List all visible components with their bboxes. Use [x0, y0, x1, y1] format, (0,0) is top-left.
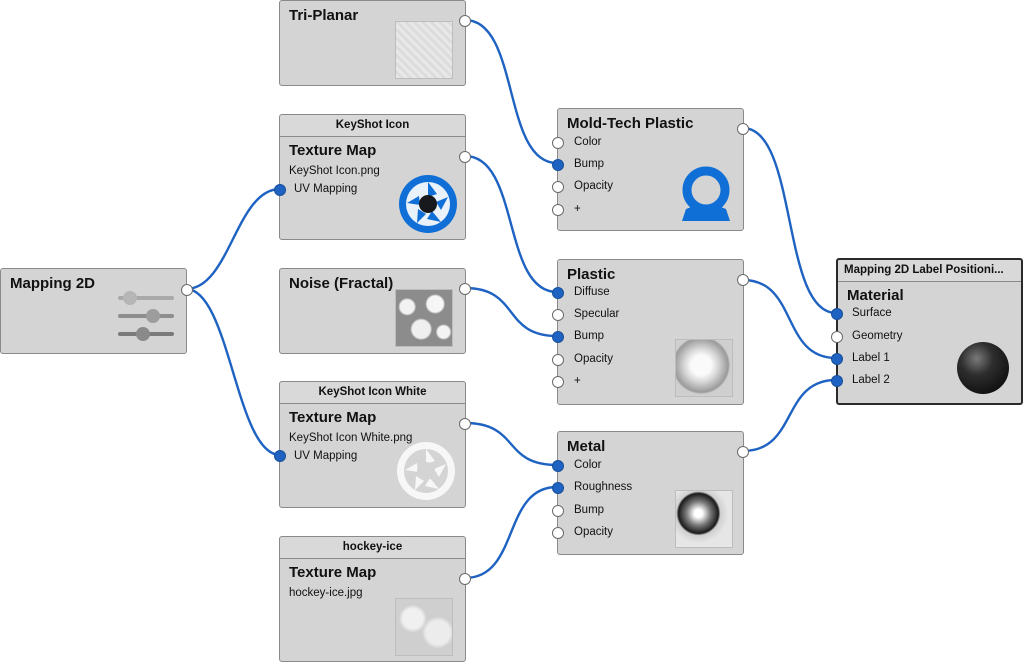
node-title: Texture Map	[289, 142, 377, 159]
hockey-ice-preview	[395, 598, 453, 656]
hockey-ice-texture-node[interactable]: hockey-ice Texture Map hockey-ice.jpg	[279, 536, 471, 662]
output-port[interactable]	[459, 418, 471, 430]
port-label: Diffuse	[574, 286, 610, 298]
port-label: Specular	[574, 308, 620, 320]
output-port[interactable]	[737, 446, 749, 458]
opacity-input-port[interactable]	[552, 354, 564, 366]
noise-fractal-node[interactable]: Noise (Fractal)	[279, 268, 471, 354]
port-label: Surface	[852, 307, 892, 319]
node-title: Noise (Fractal)	[289, 275, 394, 292]
node-title: Plastic	[567, 266, 616, 283]
color-input-port[interactable]	[552, 137, 564, 149]
keyshot-logo-icon	[399, 175, 457, 233]
wire-triplanar-to-moldtech-bump	[464, 18, 558, 165]
add-input-port[interactable]	[552, 204, 564, 216]
node-header: hockey-ice	[280, 537, 465, 559]
uv-mapping-input-port[interactable]	[274, 184, 286, 196]
node-title: Tri-Planar	[289, 7, 359, 24]
label-1-input-port[interactable]	[831, 353, 843, 365]
port-label: Label 2	[852, 374, 890, 386]
port-label: Label 1	[852, 352, 890, 364]
metal-sphere-preview	[675, 490, 733, 548]
bump-input-port[interactable]	[552, 331, 564, 343]
port-label: Opacity	[574, 526, 613, 538]
add-input-label: +	[574, 203, 581, 215]
wire-mapping2d-to-keyshot-icon-white	[185, 287, 281, 457]
bump-input-port[interactable]	[552, 505, 564, 517]
port-label: Roughness	[574, 481, 633, 493]
tri-planar-node[interactable]: Tri-Planar	[279, 0, 471, 86]
diffuse-input-port[interactable]	[552, 287, 564, 299]
wire-hockey-ice-to-metal-roughness	[464, 485, 558, 580]
port-label: Color	[574, 136, 602, 148]
node-title: Material	[847, 287, 904, 304]
keyshot-icon-texture-node[interactable]: KeyShot Icon Texture Map KeyShot Icon.pn…	[274, 114, 471, 240]
mold-tech-plastic-node[interactable]: Mold-Tech Plastic Color Bump Opacity +	[552, 108, 749, 231]
sliders-icon	[118, 291, 174, 341]
wire-plastic-to-material-label1	[742, 278, 837, 360]
label-2-input-port[interactable]	[831, 375, 843, 387]
wire-keyshot-white-to-metal-color	[464, 421, 558, 467]
port-label: Opacity	[574, 353, 613, 365]
wire-metal-to-material-label2	[742, 378, 837, 453]
port-label: Geometry	[852, 330, 903, 342]
node-title: Metal	[567, 438, 606, 455]
noise-fractal-preview	[395, 289, 453, 347]
port-label: Opacity	[574, 180, 613, 192]
bump-input-port[interactable]	[552, 159, 564, 171]
triplanar-texture-preview	[395, 21, 453, 79]
wire-moldtech-to-material-surface	[742, 126, 837, 315]
material-sphere-preview	[957, 342, 1009, 394]
node-title: Mapping 2D	[10, 275, 95, 292]
wire-mapping2d-to-keyshot-icon	[185, 187, 281, 291]
wire-keyshot-icon-to-plastic-diffuse	[464, 154, 558, 294]
color-input-port[interactable]	[552, 460, 564, 472]
wire-noise-to-plastic-bump	[464, 286, 558, 338]
output-port[interactable]	[181, 284, 193, 296]
plastic-node[interactable]: Plastic Diffuse Specular Bump Opacity +	[552, 259, 749, 405]
add-input-port[interactable]	[552, 376, 564, 388]
geometry-input-port[interactable]	[831, 331, 843, 343]
port-label: Color	[574, 459, 602, 471]
output-port[interactable]	[459, 573, 471, 585]
port-label: UV Mapping	[294, 450, 358, 462]
metal-node[interactable]: Metal Color Roughness Bump Opacity	[552, 431, 749, 555]
node-title: Mold-Tech Plastic	[567, 115, 694, 132]
output-port[interactable]	[459, 283, 471, 295]
output-port[interactable]	[459, 15, 471, 27]
uv-mapping-input-port[interactable]	[274, 450, 286, 462]
plastic-sphere-preview	[675, 339, 733, 397]
opacity-input-port[interactable]	[552, 181, 564, 193]
roughness-input-port[interactable]	[552, 482, 564, 494]
texture-filename: hockey-ice.jpg	[289, 587, 363, 599]
mold-tech-icon	[682, 166, 730, 221]
keyshot-icon-white-texture-node[interactable]: KeyShot Icon White Texture Map KeyShot I…	[274, 381, 471, 508]
node-title: Texture Map	[289, 564, 377, 581]
node-header: KeyShot Icon	[280, 115, 465, 137]
node-header: KeyShot Icon White	[280, 382, 465, 404]
node-title: Texture Map	[289, 409, 377, 426]
specular-input-port[interactable]	[552, 309, 564, 321]
surface-input-port[interactable]	[831, 308, 843, 320]
port-label: UV Mapping	[294, 183, 358, 195]
output-port[interactable]	[459, 151, 471, 163]
opacity-input-port[interactable]	[552, 527, 564, 539]
texture-filename: KeyShot Icon.png	[289, 165, 380, 177]
texture-filename: KeyShot Icon White.png	[289, 432, 413, 444]
mapping-2d-node[interactable]: Mapping 2D	[0, 268, 193, 354]
output-port[interactable]	[737, 274, 749, 286]
port-label: Bump	[574, 158, 605, 170]
add-input-label: +	[574, 375, 581, 387]
port-label: Bump	[574, 504, 605, 516]
output-port[interactable]	[737, 123, 749, 135]
material-node[interactable]: Mapping 2D Label Positioni... Material S…	[831, 258, 1023, 405]
node-header: Mapping 2D Label Positioni...	[838, 260, 1021, 282]
port-label: Bump	[574, 330, 605, 342]
keyshot-logo-white-icon	[397, 442, 455, 500]
